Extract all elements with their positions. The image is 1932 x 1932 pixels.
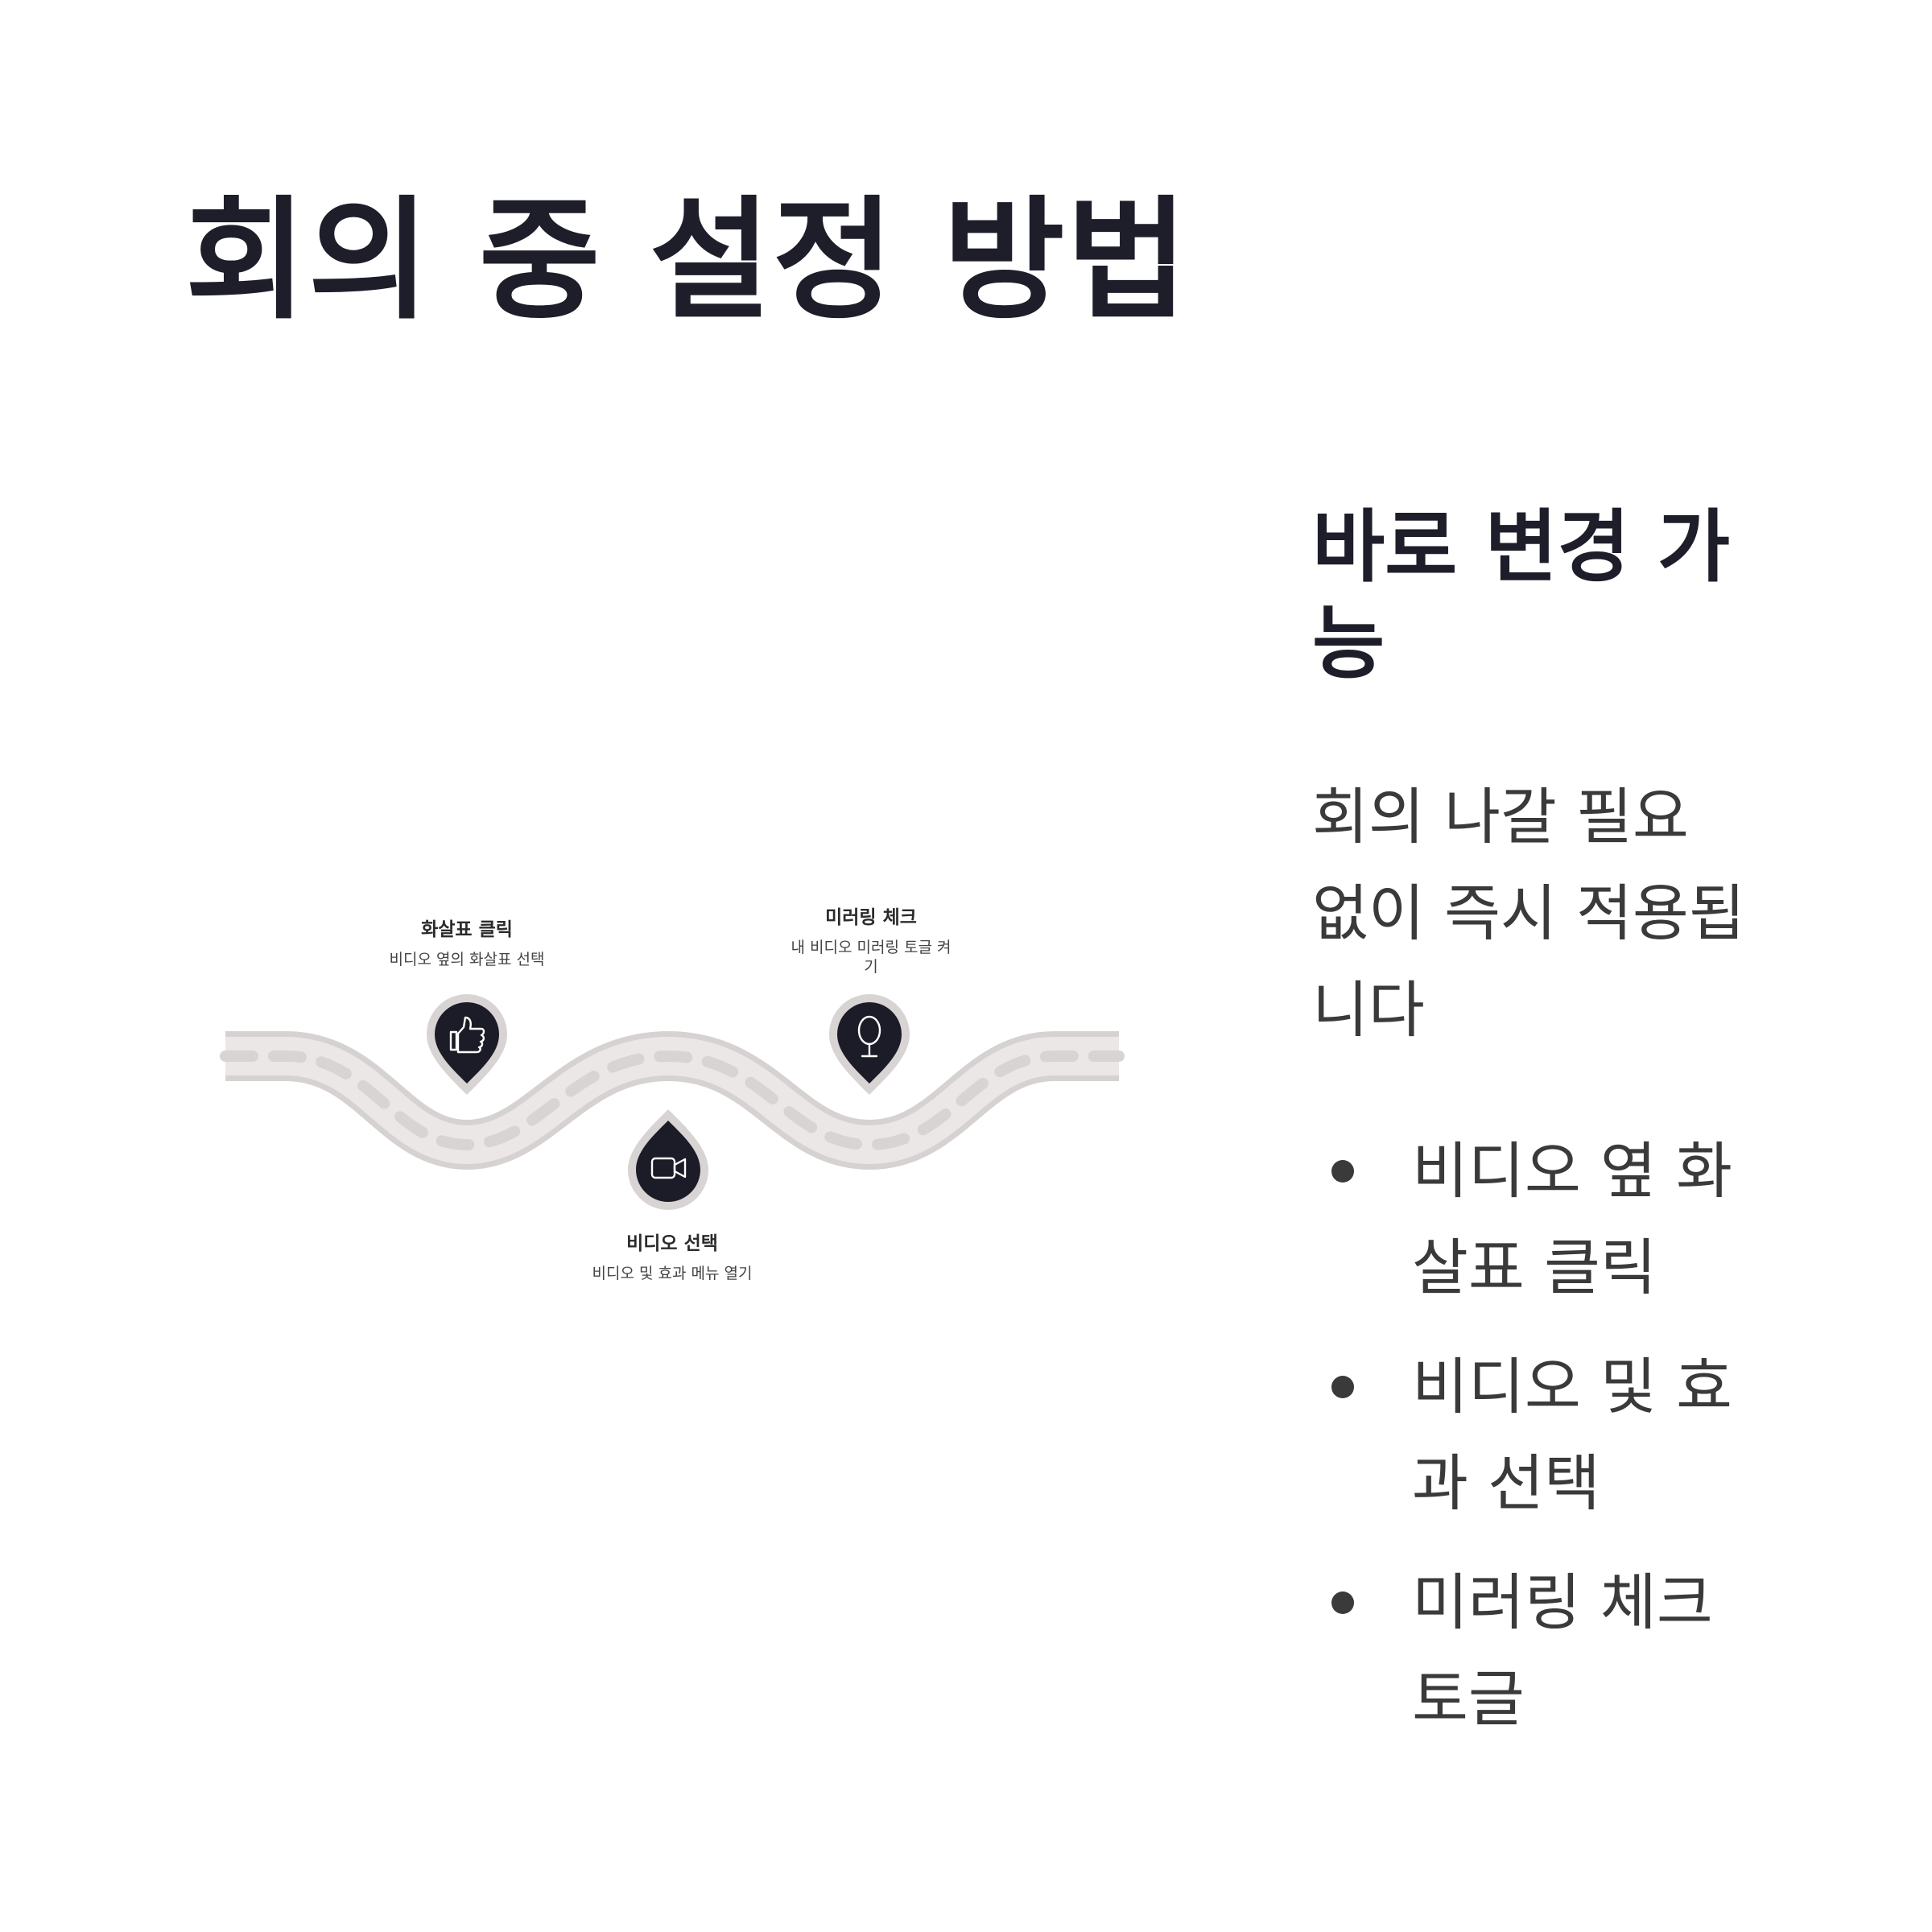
bullet-dot (1331, 1591, 1354, 1614)
list-item-text: 비디오 옆 화살표 클릭 (1412, 1135, 1732, 1303)
step-1-title: 화살표 클릭 (421, 919, 513, 940)
summary-panel: 바로 변경 가능 회의 나갈 필요 없이 즉시 적용됩니다 비디오 옆 화살표 … (1312, 499, 1763, 1770)
summary-list: 비디오 옆 화살표 클릭 비디오 및 효과 선택 미러링 체크 토글 (1312, 1123, 1763, 1748)
step-3-desc-line-1: 내 비디오 미러링 토글 켜 (791, 939, 952, 956)
step-3-pin (829, 994, 910, 1095)
video-camera-icon (650, 1157, 687, 1179)
list-item: 비디오 및 효과 선택 (1312, 1339, 1763, 1532)
page-title: 회의 중 설정 방법 (185, 184, 1190, 337)
step-3-title: 미러링 체크 (825, 907, 917, 928)
step-2-title: 비디오 선택 (626, 1233, 718, 1254)
list-item: 미러링 체크 토글 (1312, 1554, 1763, 1748)
mirror-icon (857, 1015, 881, 1058)
bullet-dot (1331, 1160, 1354, 1183)
step-2-desc: 비디오 및 효과 메뉴 열기 (592, 1265, 753, 1282)
step-1-desc: 비디오 옆의 화살표 선택 (390, 951, 545, 968)
list-item-text: 비디오 및 효과 선택 (1412, 1351, 1732, 1519)
list-item-text: 미러링 체크 토글 (1412, 1567, 1713, 1735)
road-center-dashes (220, 1050, 1125, 1151)
summary-heading: 바로 변경 가능 (1312, 502, 1731, 690)
summary-paragraph: 회의 나갈 필요 없이 즉시 적용됩니다 (1312, 781, 1745, 1046)
step-1-pin (427, 994, 507, 1095)
bullet-dot (1331, 1376, 1354, 1398)
road-diagram: 화살표 클릭 비디오 옆의 화살표 선택 비디오 선택 비디오 및 효과 메뉴 … (220, 907, 1125, 1282)
list-item: 비디오 옆 화살표 클릭 (1312, 1123, 1763, 1316)
step-3-desc-line-2: 기 (864, 958, 877, 976)
step-2-pin (628, 1109, 708, 1210)
thumbs-up-icon (449, 1016, 485, 1054)
